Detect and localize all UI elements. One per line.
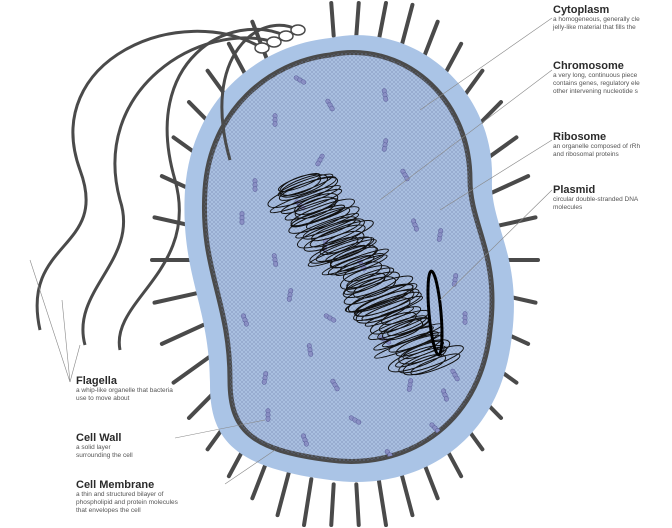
ribosome-desc: an organelle composed of rRh and ribosom… xyxy=(553,143,640,159)
pilus xyxy=(174,355,213,383)
cell-membrane-desc: a thin and structured bilayer of phospho… xyxy=(76,491,178,515)
ribosome xyxy=(240,211,244,224)
pilus xyxy=(331,3,333,36)
label-cell-membrane: Cell Membrane a thin and structured bila… xyxy=(76,479,178,515)
pilus xyxy=(162,324,206,344)
pilus xyxy=(155,292,202,302)
flagella-title: Flagella xyxy=(76,375,173,387)
flagella-desc: a whip-like organelle that bacteria use … xyxy=(76,387,173,403)
pilus xyxy=(278,469,290,515)
plasmid-title: Plasmid xyxy=(553,184,638,196)
cytoplasm-title: Cytoplasm xyxy=(553,4,640,16)
label-ribosome: Ribosome an organelle composed of rRh an… xyxy=(553,131,640,159)
pilus xyxy=(331,484,333,525)
cell-wall-title: Cell Wall xyxy=(76,432,133,444)
ribosome xyxy=(463,311,467,324)
pilus xyxy=(379,3,386,41)
cytoplasm-desc: a homogeneous, generally cle jelly-like … xyxy=(553,16,640,32)
chromosome-title: Chromosome xyxy=(553,60,640,72)
cell-membrane-title: Cell Membrane xyxy=(76,479,178,491)
label-plasmid: Plasmid circular double-stranded DNA mol… xyxy=(553,184,638,212)
chromosome-desc: a very long, continuous piece contains g… xyxy=(553,72,640,96)
ribosome xyxy=(273,113,277,126)
label-cell-wall: Cell Wall a solid layer surrounding the … xyxy=(76,432,133,460)
label-flagella: Flagella a whip-like organelle that bact… xyxy=(76,375,173,403)
ribosome xyxy=(253,178,257,191)
label-cytoplasm: Cytoplasm a homogeneous, generally cle j… xyxy=(553,4,640,32)
cell-wall-desc: a solid layer surrounding the cell xyxy=(76,444,133,460)
ribosome-title: Ribosome xyxy=(553,131,640,143)
pilus xyxy=(356,484,358,525)
pilus xyxy=(304,479,311,525)
label-chromosome: Chromosome a very long, continuous piece… xyxy=(553,60,640,96)
plasmid-desc: circular double-stranded DNA molecules xyxy=(553,196,638,212)
pilus xyxy=(356,3,358,36)
ribosome xyxy=(266,408,270,421)
pilus xyxy=(379,479,386,525)
